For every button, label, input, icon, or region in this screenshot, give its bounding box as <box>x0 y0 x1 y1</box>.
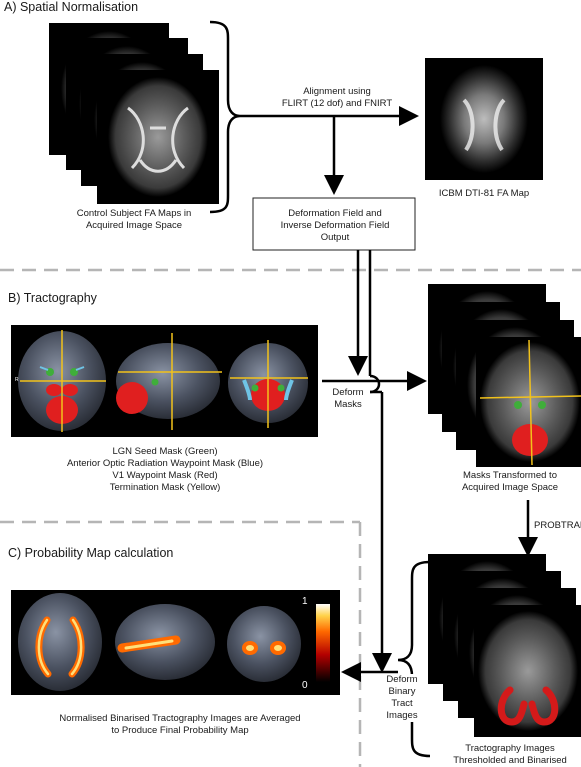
deform-binary-label: Deform Binary Tract Images <box>384 674 420 722</box>
colorbar-min-label: 0 <box>302 680 308 691</box>
mask-legend: LGN Seed Mask (Green) Anterior Optic Rad… <box>66 446 264 493</box>
probability-colorbar <box>316 604 330 682</box>
section-a-title: A) Spatial Normalisation <box>4 0 139 14</box>
deformation-box <box>252 197 416 251</box>
transformed-mask-stack <box>428 284 581 467</box>
section-c-title: C) Probability Map calculation <box>8 546 174 560</box>
r-marker: R <box>15 377 19 383</box>
probability-map-panel <box>11 590 340 695</box>
colorbar-max-label: 1 <box>302 596 308 607</box>
section-b-title: B) Tractography <box>8 291 97 305</box>
brace-c <box>397 560 431 758</box>
probtrakx-label: PROBTRAKX <box>534 520 581 531</box>
line-hop <box>369 374 381 394</box>
fa-map-stack <box>49 23 219 204</box>
deformation-box-text: Deformation Field and Inverse Deformatio… <box>280 208 390 243</box>
mask-panel <box>11 325 318 437</box>
tractography-stack <box>428 554 581 737</box>
normalised-caption: Normalised Binarised Tractography Images… <box>59 713 301 736</box>
icbm-caption: ICBM DTI-81 FA Map <box>438 188 530 199</box>
icbm-fa-map <box>425 58 543 180</box>
